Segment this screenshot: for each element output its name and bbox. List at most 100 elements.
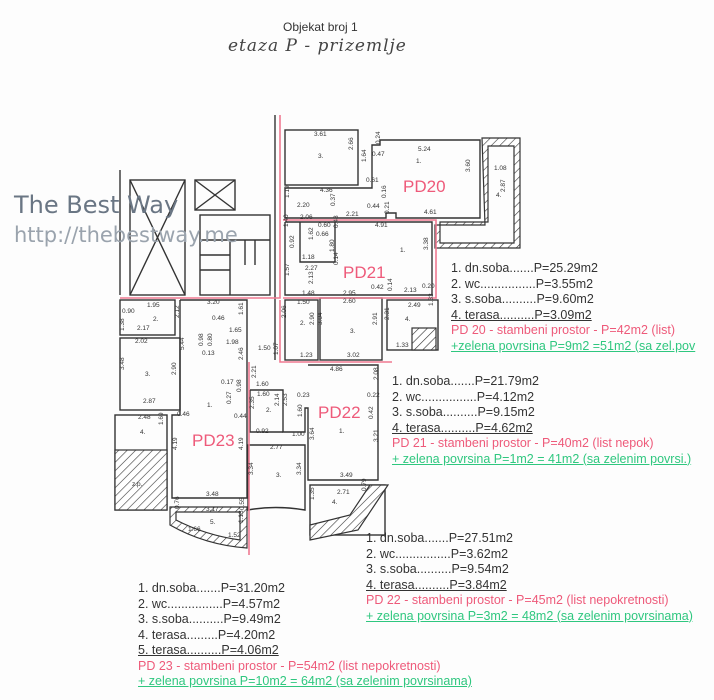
dimension-label: 2.87 — [143, 398, 156, 405]
dimension-label: 3.20 — [207, 299, 220, 306]
dimension-label: 2.60 — [343, 298, 356, 305]
dimension-label: 3. — [350, 328, 356, 335]
room-item: 3. s.soba..........P=9.54m2 — [366, 562, 509, 576]
dimension-label: 1.18 — [302, 254, 315, 261]
dimension-label: 2.17 — [137, 325, 150, 332]
dimension-label: 4.86 — [330, 366, 343, 373]
dimension-label: 1.62 — [308, 227, 315, 240]
dimension-label: 0.48 — [333, 215, 340, 228]
dimension-label: 4. — [405, 316, 411, 323]
dimension-label: 2.31 — [384, 307, 391, 320]
unit-label-pd22: PD22 — [318, 403, 361, 422]
unit-pd20 — [284, 129, 521, 249]
dimension-label: 3.61 — [314, 131, 327, 138]
dimension-label: 1.33 — [396, 342, 409, 349]
dimension-label: 2.53 — [282, 393, 289, 406]
legend-pd23: 1. dn.soba.......P=31.20m2 2. wc........… — [138, 581, 472, 690]
dimension-label: 2.87 — [500, 179, 507, 192]
dimension-label: 2. — [153, 316, 159, 323]
stair-core — [119, 115, 276, 360]
dimension-label: 4.19 — [238, 437, 245, 450]
dimension-label: 0.20 — [422, 283, 435, 290]
dimension-label: 0.24 — [375, 131, 382, 144]
dimension-label: 2.13 — [308, 271, 315, 284]
dimension-label: 3.21 — [373, 429, 380, 442]
dimension-label: 0.66 — [316, 231, 329, 238]
dimension-label: 0.47 — [372, 151, 385, 158]
dimension-label: 0.22 — [367, 392, 380, 399]
dimension-label: 1.40 — [283, 214, 290, 227]
legend-pd22: 1. dn.soba.......P=27.51m2 2. wc........… — [366, 531, 693, 624]
dimension-label: 0.46 — [177, 411, 190, 418]
unit-label-pd21: PD21 — [343, 263, 386, 282]
room-item: 3. s.soba..........P=9.49m2 — [138, 612, 281, 626]
dimension-label: 2.27 — [305, 265, 318, 272]
dimension-label: 0.14 — [387, 278, 394, 291]
dimension-label: 3.34 — [248, 462, 255, 475]
dimension-label: 1.33 — [428, 293, 435, 306]
room-item: 2. wc................P=4.57m2 — [138, 596, 281, 611]
dimension-label: 3. — [318, 153, 324, 160]
dimension-label: 3.60 — [465, 159, 472, 172]
dimension-label: 1.98 — [226, 339, 239, 346]
dimension-label: 2.66 — [348, 137, 355, 150]
dimension-label: 3.34 — [296, 462, 303, 475]
dimension-label: 2.06 — [281, 305, 288, 318]
dimension-label: 1. — [207, 402, 213, 409]
dimension-label: 3.02 — [347, 352, 360, 359]
dimension-label: 0.14 — [333, 252, 340, 265]
floor-subtitle: etaza P - prizemlje — [228, 36, 407, 56]
dimension-label: 0.44 — [367, 203, 380, 210]
unit-pd23 — [114, 299, 248, 549]
dimension-label: 5.44 — [179, 337, 186, 350]
dimension-label: 2.95 — [343, 290, 356, 297]
dimension-label: 5. — [210, 519, 216, 526]
dimension-label: 1.64 — [361, 149, 368, 162]
dimension-label: 0.13 — [202, 350, 215, 357]
watermark-name: The Best Way — [14, 191, 179, 219]
dimension-label: 2.21 — [346, 211, 359, 218]
dimension-label: 1.60 — [256, 381, 269, 388]
unit-label-pd20: PD20 — [403, 177, 446, 196]
dimension-label: 0.16 — [381, 185, 388, 198]
green-area-summary: +zelena povrsina P=9m2 =51m2 (sa zel.pov — [451, 338, 696, 353]
dimension-label: 0.61 — [366, 177, 379, 184]
dimension-label: 2.21 — [251, 365, 258, 378]
dimension-label: 2. — [266, 407, 272, 414]
dimension-label: 4.61 — [424, 209, 437, 216]
dimension-label: 4.91 — [375, 222, 388, 229]
dimension-label: 0.80 — [207, 333, 214, 346]
room-item: 2. wc................P=4.12m2 — [392, 389, 535, 404]
green-area-summary: + zelena povrsina P=3m2 = 48m2 (sa zelen… — [366, 608, 693, 623]
room-item: 4. terasa..........P=3.09m2 — [451, 307, 592, 322]
room-item: 2. wc................P=3.55m2 — [451, 276, 594, 291]
dimension-label: 0.98 — [198, 333, 205, 346]
dimension-label: 1.08 — [494, 165, 507, 172]
dimension-label: 0.37 — [330, 193, 337, 206]
dimension-label: 0.44 — [234, 413, 247, 420]
room-item: 3. s.soba..........P=9.60m2 — [451, 292, 594, 306]
room-item: 5. terasa..........P=4.06m2 — [138, 643, 279, 657]
dimension-label: 1.95 — [147, 302, 160, 309]
dimension-label: 1.57 — [284, 263, 291, 276]
dimension-label: 1.50 — [297, 299, 310, 306]
unit-summary: PD 20 - stambeni prostor - P=42m2 (list) — [451, 323, 676, 337]
dimension-label: 3.48 — [206, 491, 219, 498]
green-area-label: z.p. — [132, 481, 143, 488]
room-item: 2. wc................P=3.62m2 — [366, 546, 509, 561]
dimension-label: 1.60 — [257, 391, 270, 398]
dimension-label: 1.13 — [238, 510, 245, 523]
dimension-label: 2.71 — [337, 489, 350, 496]
dimension-label: 4.36 — [320, 187, 333, 194]
dimension-label: 1.23 — [300, 352, 313, 359]
dimension-label: 0.92 — [256, 428, 269, 435]
dimension-label: 1.48 — [302, 290, 315, 297]
dimension-label: 0.92 — [289, 235, 296, 248]
watermark-url[interactable]: http://thebestway.me — [14, 223, 238, 247]
room-item: 3. s.soba..........P=9.15m2 — [392, 405, 535, 419]
dimension-label: 0.98 — [236, 379, 243, 392]
dimension-label: 1. — [400, 247, 406, 254]
dimension-label: 2.77 — [270, 444, 283, 451]
dimension-label: 0.60 — [318, 222, 331, 229]
room-item: 4. terasa..........P=3.84m2 — [366, 577, 507, 592]
